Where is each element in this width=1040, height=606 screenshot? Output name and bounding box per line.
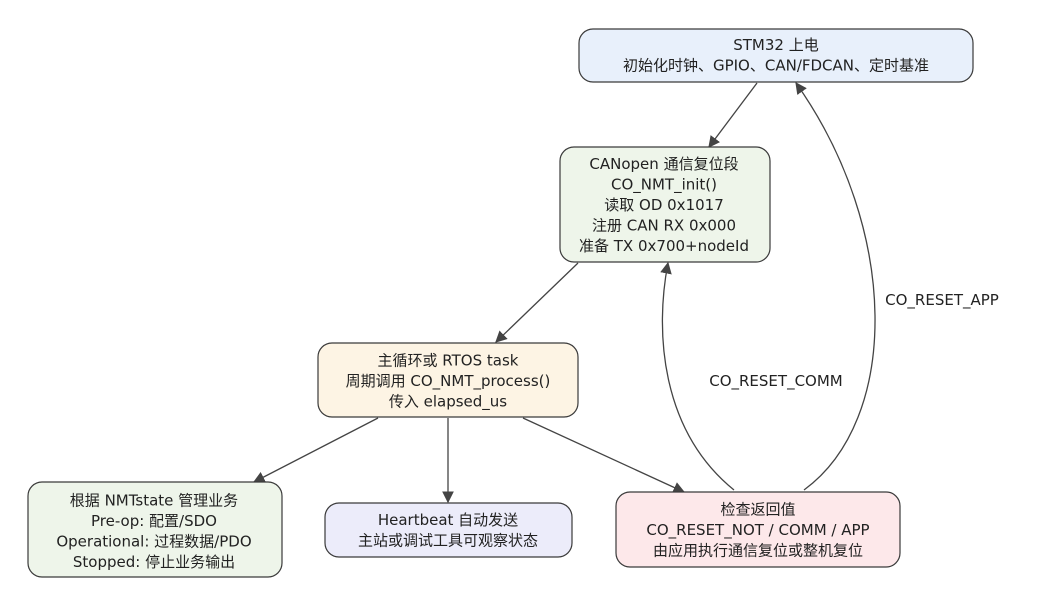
node-text-line: 注册 CAN RX 0x000 <box>592 217 736 235</box>
node-text-line: CANopen 通信复位段 <box>589 155 738 173</box>
node-main-loop: 主循环或 RTOS task 周期调用 CO_NMT_process() 传入 el… <box>317 342 579 418</box>
edge-label-reset-comm: CO_RESET_COMM <box>709 372 843 391</box>
edge-mainloop-to-checkreturn <box>522 417 686 493</box>
node-text-line: 由应用执行通信复位或整机复位 <box>653 542 863 560</box>
node-comm-reset: CANopen 通信复位段 CO_NMT_init()读取 OD 0x1017 注册… <box>559 146 771 263</box>
node-text-line: 主站或调试工具可观察状态 <box>358 531 538 549</box>
edge-power-to-commreset <box>708 82 758 148</box>
node-text-line: Heartbeat 自动发送 <box>378 511 518 529</box>
node-text-line: 准备 TX 0x700+nodeId <box>579 237 749 255</box>
node-text-line: 周期调用 CO_NMT_process() <box>346 372 551 391</box>
node-text-line: 主循环或 RTOS task <box>378 352 519 370</box>
edge-mainloop-to-nmtstate <box>252 417 379 483</box>
node-text-line: CO_RESET_NOT / COMM / APP <box>646 521 869 540</box>
edge-checkreturn-to-commreset <box>660 261 735 491</box>
edge-commreset-to-mainloop <box>495 262 579 343</box>
node-text-line: Stopped: 停止业务输出 <box>73 553 235 571</box>
node-text-line: Pre-op: 配置/SDO <box>91 512 217 530</box>
node-text-line: 传入 elapsed_us <box>389 393 507 412</box>
node-check-return: 检查返回值 CO_RESET_NOT / COMM / APP 由应用执行通信复位或… <box>615 491 901 568</box>
node-text-line: 根据 NMTstate 管理业务 <box>70 491 238 509</box>
node-text-line: 读取 OD 0x1017 <box>604 196 724 214</box>
node-text-line: 初始化时钟、GPIO、CAN/FDCAN、定时基准 <box>623 56 929 74</box>
node-text-line: Operational: 过程数据/PDO <box>56 532 251 550</box>
edge-label-reset-app: CO_RESET_APP <box>885 291 999 310</box>
node-nmt-state: 根据 NMTstate 管理业务 Pre-op: 配置/SDO Operationa… <box>27 481 283 578</box>
node-text-line: CO_NMT_init() <box>611 176 717 195</box>
edge-checkreturn-to-power <box>795 82 876 491</box>
node-text-line: STM32 上电 <box>733 36 818 54</box>
node-text-line: 检查返回值 <box>720 501 795 519</box>
